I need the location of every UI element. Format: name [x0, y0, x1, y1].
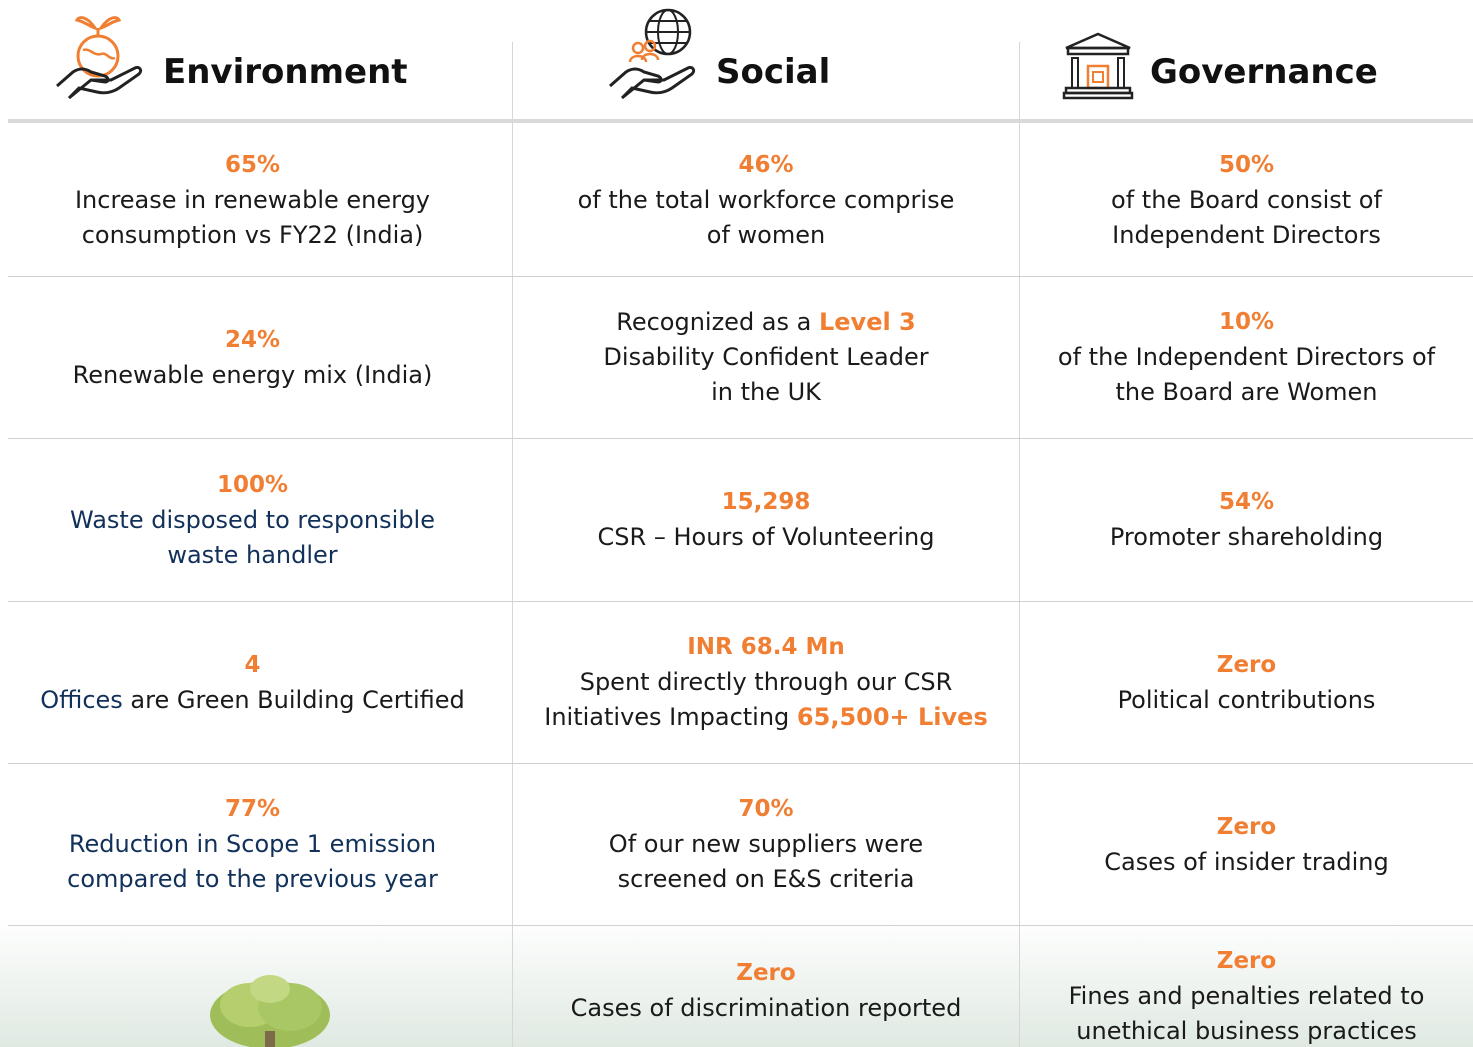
metric-value: Zero: [1216, 813, 1277, 840]
metric-value: 10%: [1218, 309, 1275, 335]
metric-label: Fines and penalties related to: [1068, 982, 1425, 1010]
metric-label: compared to the previous year: [67, 865, 438, 893]
metric-value: Zero: [1216, 651, 1277, 678]
environment-metric: 100% Waste disposed to responsible waste…: [0, 439, 505, 601]
environment-metric: 65% Increase in renewable energy consump…: [0, 124, 505, 276]
tree-image: [210, 975, 330, 1047]
row-divider: [8, 276, 1473, 277]
environment-title: Environment: [163, 52, 408, 92]
metric-label-highlight: Offices: [40, 685, 123, 714]
row-divider: [8, 438, 1473, 439]
metric-value: 54%: [1218, 489, 1275, 515]
row-divider: [8, 763, 1473, 764]
metric-label: Cases of insider trading: [1104, 847, 1389, 876]
header: Environment Social Governan: [0, 0, 1473, 122]
social-metric: INR 68.4 Mn Spent directly through our C…: [513, 602, 1019, 763]
column-divider: [512, 123, 513, 1047]
governance-metric: 54% Promoter shareholding: [1020, 439, 1473, 601]
metric-label: Initiatives Impacting 65,500+ Lives: [544, 700, 987, 735]
governance-metric: Zero Cases of insider trading: [1020, 764, 1473, 925]
metric-value: 50%: [1218, 151, 1275, 178]
metric-label-prefix: Initiatives Impacting: [544, 703, 797, 731]
metric-label: CSR – Hours of Volunteering: [597, 523, 935, 551]
governance-metric: 50% of the Board consist of Independent …: [1020, 124, 1473, 276]
header-divider: [1019, 42, 1020, 120]
metric-label: Increase in renewable energy: [74, 185, 431, 214]
metric-label: unethical business practices: [1076, 1017, 1417, 1045]
metric-label: Renewable energy mix (India): [72, 360, 433, 389]
metric-label-highlight: 65,500+ Lives: [796, 703, 988, 731]
metric-label-highlight: Level 3: [818, 308, 916, 336]
metric-value: 65%: [224, 151, 281, 178]
social-metric: 70% Of our new suppliers were screened o…: [513, 764, 1019, 925]
metric-value: Zero: [736, 960, 796, 986]
column-divider: [1019, 123, 1020, 1047]
metric-label: the Board are Women: [1115, 378, 1378, 406]
header-divider: [512, 42, 513, 120]
metric-label: in the UK: [711, 378, 821, 406]
metric-label: Recognized as a Level 3: [616, 305, 916, 340]
metric-label: Cases of discrimination reported: [570, 994, 962, 1022]
metric-label: of the Independent Directors of: [1057, 343, 1436, 371]
metric-label: Offices are Green Building Certified: [40, 683, 465, 718]
metric-label: Disability Confident Leader: [603, 343, 929, 371]
environment-metric: 4 Offices are Green Building Certified: [0, 602, 505, 763]
institution-building-icon: [1062, 32, 1134, 100]
governance-title: Governance: [1150, 52, 1378, 92]
metric-label: Independent Directors: [1112, 220, 1381, 249]
metric-value: INR 68.4 Mn: [687, 634, 845, 660]
metric-label: waste handler: [167, 540, 338, 569]
metric-value: Zero: [1216, 948, 1277, 974]
metric-label: screened on E&S criteria: [617, 865, 915, 893]
row-divider: [8, 601, 1473, 602]
metric-value: 77%: [224, 796, 281, 822]
social-metric: 15,298 CSR – Hours of Volunteering: [513, 439, 1019, 601]
governance-metric: Zero Political contributions: [1020, 602, 1473, 763]
metric-value: 15,298: [721, 489, 811, 515]
metric-label-rest: are Green Building Certified: [122, 685, 465, 714]
governance-metric: Zero Fines and penalties related to unet…: [1020, 944, 1473, 1047]
metric-label: Waste disposed to responsible: [70, 505, 435, 534]
header-rule: [8, 119, 1473, 123]
metric-label: Political contributions: [1117, 685, 1376, 714]
row-divider: [8, 925, 1473, 926]
metric-label: of the Board consist of: [1111, 185, 1382, 214]
hand-with-globe-people-icon: [609, 8, 696, 100]
metric-value: 46%: [738, 151, 794, 178]
metric-label: Promoter shareholding: [1109, 523, 1384, 551]
metric-label: of the total workforce comprise: [577, 185, 955, 214]
environment-metric: 77% Reduction in Scope 1 emission compar…: [0, 764, 505, 925]
governance-metric: 10% of the Independent Directors of the …: [1020, 277, 1473, 438]
metric-value: 100%: [216, 471, 289, 498]
metric-label: of women: [706, 220, 826, 249]
metric-value: 24%: [224, 326, 281, 353]
metric-value: 4: [244, 651, 261, 678]
social-metric: Zero Cases of discrimination reported: [513, 954, 1019, 1028]
social-title: Social: [716, 52, 831, 92]
social-metric: Recognized as a Level 3 Disability Confi…: [513, 277, 1019, 438]
metric-label: Reduction in Scope 1 emission: [68, 830, 437, 858]
environment-metric: 24% Renewable energy mix (India): [0, 277, 505, 438]
metric-label: Of our new suppliers were: [608, 830, 924, 858]
metric-label: consumption vs FY22 (India): [81, 220, 424, 249]
social-metric: 46% of the total workforce comprise of w…: [513, 124, 1019, 276]
hand-with-plant-globe-icon: [56, 16, 143, 100]
metric-label: Spent directly through our CSR: [579, 668, 953, 696]
metric-value: 70%: [738, 796, 794, 822]
metric-label-prefix: Recognized as a: [616, 308, 819, 336]
